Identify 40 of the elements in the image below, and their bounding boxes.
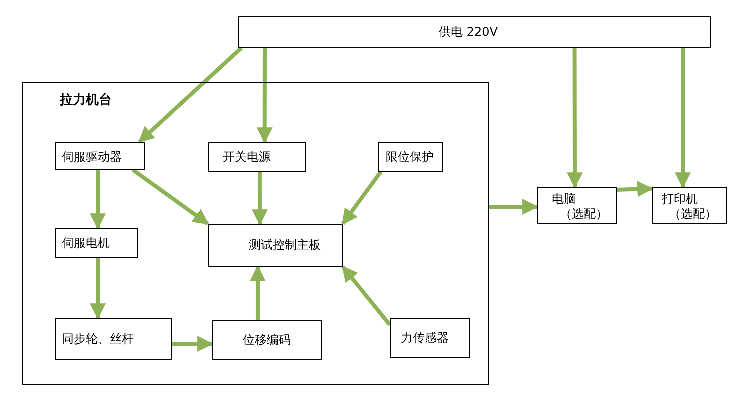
process-box [208, 224, 343, 267]
process-box [212, 320, 322, 360]
group-title: 拉力机台 [60, 93, 112, 109]
box-label: 伺服电机 [62, 236, 110, 250]
box-label: 伺服驱动器 [62, 150, 122, 164]
arrow [132, 168, 210, 226]
box-label: 位移编码 [243, 333, 291, 348]
arrow [252, 172, 268, 226]
box-label: 限位保护 [386, 150, 434, 164]
process-box [55, 142, 145, 170]
arrow [90, 258, 106, 320]
arrow [341, 170, 383, 226]
arrow [489, 199, 539, 216]
box-label: 开关电源 [223, 150, 271, 164]
box-label: 供电 220V [439, 25, 498, 40]
group-frame [22, 82, 489, 385]
process-box [537, 187, 617, 224]
box-label: 电脑 [552, 192, 576, 206]
process-box [238, 16, 711, 48]
box-label: 测试控制主板 [249, 238, 321, 252]
arrow [250, 265, 266, 320]
box-label: 同步轮、丝杆 [62, 332, 134, 346]
arrow [341, 266, 392, 326]
box-label: （选配） [560, 207, 608, 222]
process-box [55, 228, 138, 258]
process-box [390, 318, 470, 358]
arrow [674, 48, 691, 189]
box-label: 打印机 [662, 192, 698, 206]
arrow [138, 46, 244, 144]
process-box [378, 142, 443, 172]
arrow [616, 181, 654, 198]
process-box [55, 318, 172, 360]
arrow [90, 170, 106, 230]
arrow [256, 48, 273, 144]
arrow [566, 48, 583, 189]
box-label: 力传感器 [401, 331, 449, 346]
arrow [172, 336, 214, 352]
process-box [652, 187, 727, 224]
process-box [208, 142, 306, 172]
box-label: （选配） [669, 207, 717, 222]
